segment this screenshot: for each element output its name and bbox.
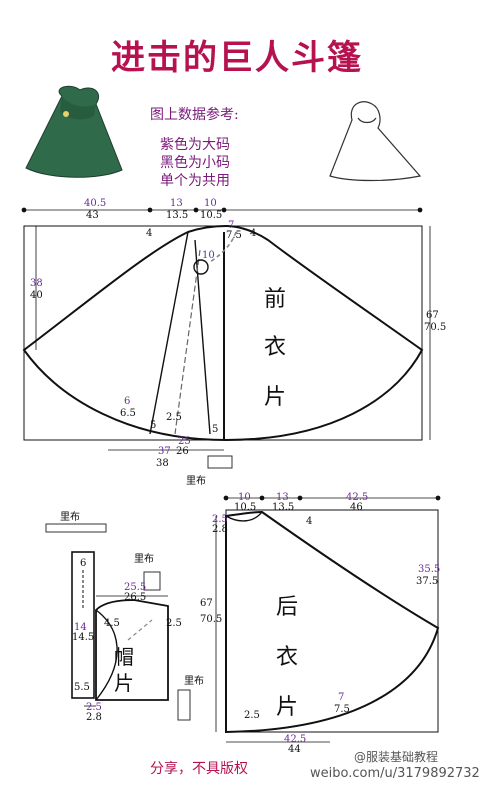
front-w3-large: 10 [204, 198, 217, 209]
hood-char-2: 片 [114, 671, 134, 695]
white-cape-illustration [329, 101, 422, 182]
back-char-2: 衣 [276, 645, 298, 670]
legend-small: 黑色为小码 [160, 155, 230, 171]
front-piece [22, 224, 424, 442]
front-side-large: 38 [30, 278, 43, 289]
hood-piece-name: 帽 片 [114, 645, 134, 695]
back-hem-small: 7.5 [334, 704, 350, 715]
front-piece-name: 前 衣 片 [264, 287, 286, 410]
front-lining: 里布 [186, 475, 206, 487]
front-mark-4b: 4 [250, 228, 256, 239]
hood-dimension-lines [84, 595, 168, 707]
back-length-small: 70.5 [200, 614, 222, 625]
back-neck-large: 2.5 [212, 514, 228, 525]
back-c-small: 46 [350, 502, 363, 513]
back-side-small: 37.5 [416, 576, 438, 587]
back-b-large: 13 [276, 492, 289, 503]
back-bot-small: 44 [288, 744, 301, 755]
front-neck-large: 7 [228, 220, 234, 231]
back-mark-25: 2.5 [244, 710, 260, 721]
front-bot2-small: 26 [176, 446, 189, 457]
front-neck-small: 7.5 [226, 230, 242, 241]
back-dimension-lines [215, 495, 441, 743]
front-w3-small: 10.5 [200, 210, 222, 221]
front-char-2: 衣 [264, 335, 286, 360]
footer-text: 分享，不具版权 [150, 761, 248, 777]
front-labels: 40.5 43 13 13.5 10 10.5 7 7.5 38 40 67 7… [30, 198, 446, 487]
front-mark-25: 2.5 [166, 412, 182, 423]
back-char-1: 后 [276, 595, 298, 620]
hood-lining: 里布 [60, 511, 80, 523]
back-side-large: 35.5 [418, 564, 440, 575]
front-w1-large: 40.5 [84, 198, 106, 209]
hood-bot-small: 2.8 [86, 712, 102, 723]
legend-common: 单个为共用 [160, 173, 230, 189]
back-char-3: 片 [276, 695, 298, 720]
back-c-large: 42.5 [346, 492, 368, 503]
back-lining: 里布 [184, 675, 204, 687]
front-dimension-lines [21, 207, 431, 451]
hood-top-small: 26.5 [124, 592, 146, 603]
back-a-large: 10 [238, 492, 251, 503]
hood-strip-top: 6 [80, 558, 86, 569]
back-neck-small: 2.8 [212, 524, 228, 535]
front-bot2-large: 25 [178, 436, 191, 447]
hood-bot-large: 2.5 [86, 702, 102, 713]
page-title: 进击的巨人斗篷 [111, 38, 363, 78]
watermark: weibo.com/u/3179892732 [310, 766, 480, 781]
hood-labels: 里布 6 14 14.5 5.5 25.5 26.5 4.5 2.5 2.5 2… [60, 511, 182, 723]
hood-strip [71, 551, 95, 699]
legend-large: 紫色为大码 [160, 137, 230, 153]
hood-strip-bot: 5.5 [74, 682, 90, 693]
front-mark-4a: 4 [146, 228, 152, 239]
green-cape-illustration [25, 85, 123, 178]
watermark-handle: @服装基础教程 [354, 750, 439, 764]
hood-strip-mid-large: 14 [74, 622, 87, 633]
front-char-3: 片 [264, 385, 286, 410]
hood-piece [95, 599, 169, 701]
front-bot-large: 37 [158, 446, 171, 457]
back-labels: 10 10.5 13 13.5 42.5 46 2.5 2.8 4 35.5 3… [184, 492, 440, 755]
hood-lining2: 里布 [134, 553, 154, 565]
back-hem-large: 7 [338, 692, 344, 703]
back-length: 67 [200, 598, 213, 609]
front-w1-small: 43 [86, 210, 99, 221]
front-length: 67 [426, 310, 439, 321]
hood-mark-45: 4.5 [104, 618, 120, 629]
front-w2-large: 13 [170, 198, 183, 209]
watermark-url: weibo.com/u/3179892732 [310, 766, 480, 781]
hood-top-large: 25.5 [124, 582, 146, 593]
front-char-1: 前 [264, 287, 286, 312]
front-mark-5b: 5 [212, 424, 218, 435]
front-hem-large: 6 [124, 396, 130, 407]
front-hem-small: 6.5 [120, 408, 136, 419]
front-mark-5a: 5 [150, 420, 156, 431]
legend-heading: 图上数据参考: [150, 107, 239, 123]
front-w2-small: 13.5 [166, 210, 188, 221]
back-piece-name: 后 衣 片 [276, 595, 298, 720]
hood-char-1: 帽 [114, 645, 134, 669]
back-piece [225, 509, 440, 734]
front-bot-small: 38 [156, 458, 169, 469]
front-side-small: 40 [30, 290, 43, 301]
back-mark-4: 4 [306, 516, 312, 527]
back-a-small: 10.5 [234, 502, 256, 513]
front-length-small: 70.5 [424, 322, 446, 333]
back-bot-large: 42.5 [284, 734, 306, 745]
front-mark-10: 10 [202, 250, 215, 261]
lining-sketches [45, 455, 233, 721]
back-b-small: 13.5 [272, 502, 294, 513]
hood-strip-mid-small: 14.5 [72, 632, 94, 643]
hood-mark-25: 2.5 [166, 618, 182, 629]
